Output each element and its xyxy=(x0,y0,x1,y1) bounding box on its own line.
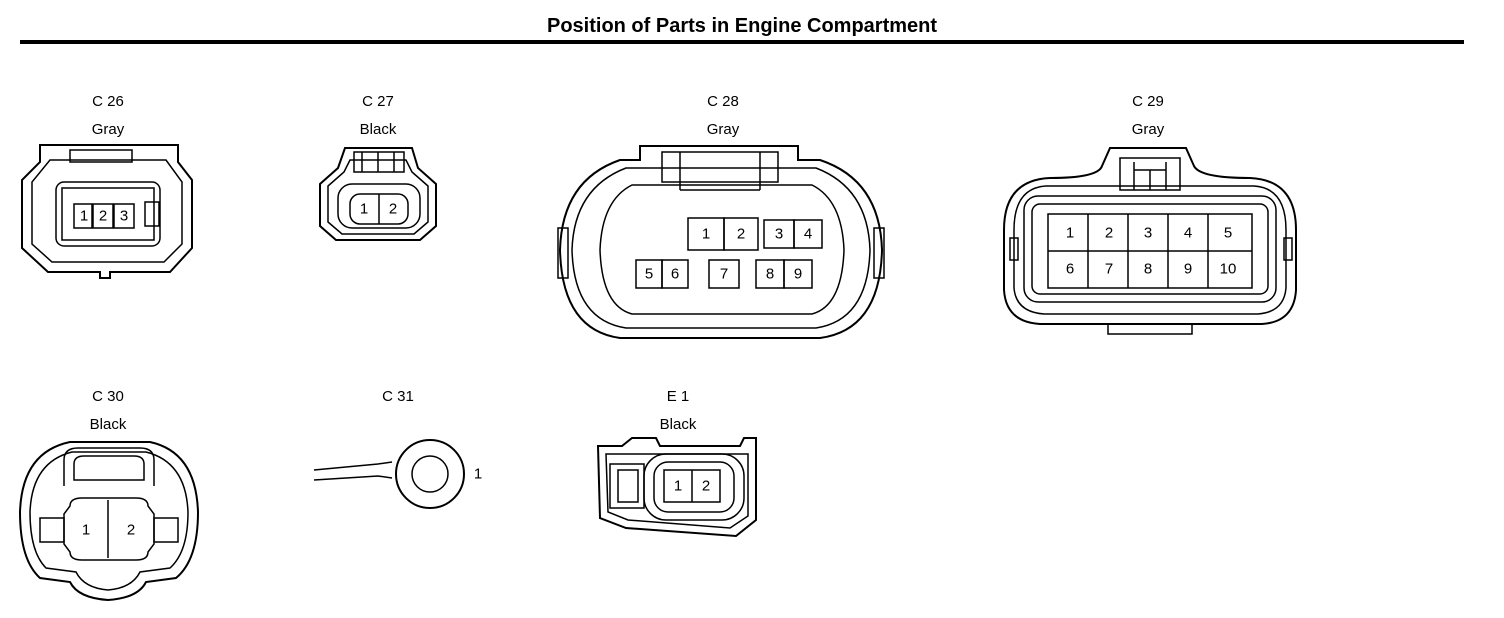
c29-pin-6: 6 xyxy=(1066,261,1074,278)
c29-pin-10: 10 xyxy=(1220,261,1237,278)
c29-pin-7: 7 xyxy=(1105,261,1113,278)
c29-pin-3: 3 xyxy=(1144,225,1152,242)
c29-color-label: Gray xyxy=(1131,121,1165,138)
c28-pin-2: 2 xyxy=(737,226,745,243)
c27-color-label: Black xyxy=(359,121,397,138)
c29-pin-5: 5 xyxy=(1224,225,1232,242)
e1-pin-1: 1 xyxy=(674,478,682,495)
e1-pin-2: 2 xyxy=(702,478,710,495)
e1-color-label: Black xyxy=(659,416,697,433)
c29-pin-8: 8 xyxy=(1144,261,1152,278)
c26-id-label: C 26 xyxy=(92,93,124,110)
c28-id-label: C 28 xyxy=(707,93,739,110)
c26-color-label: Gray xyxy=(91,121,125,138)
c26-pin-1: 1 xyxy=(80,208,88,225)
c27-pin-2: 2 xyxy=(389,201,397,218)
c30-pin-2: 2 xyxy=(127,522,135,539)
c27-pin-1: 1 xyxy=(360,201,368,218)
c28-pin-6: 6 xyxy=(671,266,679,283)
c28-pin-3: 3 xyxy=(775,226,783,243)
c30-id-label: C 30 xyxy=(92,388,124,405)
c29-id-label: C 29 xyxy=(1132,93,1164,110)
title-rule xyxy=(20,40,1464,44)
c31-id-label: C 31 xyxy=(382,388,414,405)
c29-pin-9: 9 xyxy=(1184,261,1192,278)
c26-pin-3: 3 xyxy=(120,208,128,225)
c28-color-label: Gray xyxy=(706,121,740,138)
c27-id-label: C 27 xyxy=(362,93,394,110)
c30-color-label: Black xyxy=(89,416,127,433)
c28-pin-8: 8 xyxy=(766,266,774,283)
c30-pin-1: 1 xyxy=(82,522,90,539)
c26-pin-2: 2 xyxy=(99,208,107,225)
page-title: Position of Parts in Engine Compartment xyxy=(546,15,938,37)
c29-pin-4: 4 xyxy=(1184,225,1192,242)
c28-pin-5: 5 xyxy=(645,266,653,283)
c29-pin-2: 2 xyxy=(1105,225,1113,242)
c28-pin-9: 9 xyxy=(794,266,802,283)
c28-pin-7: 7 xyxy=(720,266,728,283)
c29-pin-1: 1 xyxy=(1066,225,1074,242)
c31-pin-1: 1 xyxy=(474,466,482,483)
c28-pin-4: 4 xyxy=(804,226,812,243)
c28-pin-1: 1 xyxy=(702,226,710,243)
e1-id-label: E 1 xyxy=(666,388,690,405)
